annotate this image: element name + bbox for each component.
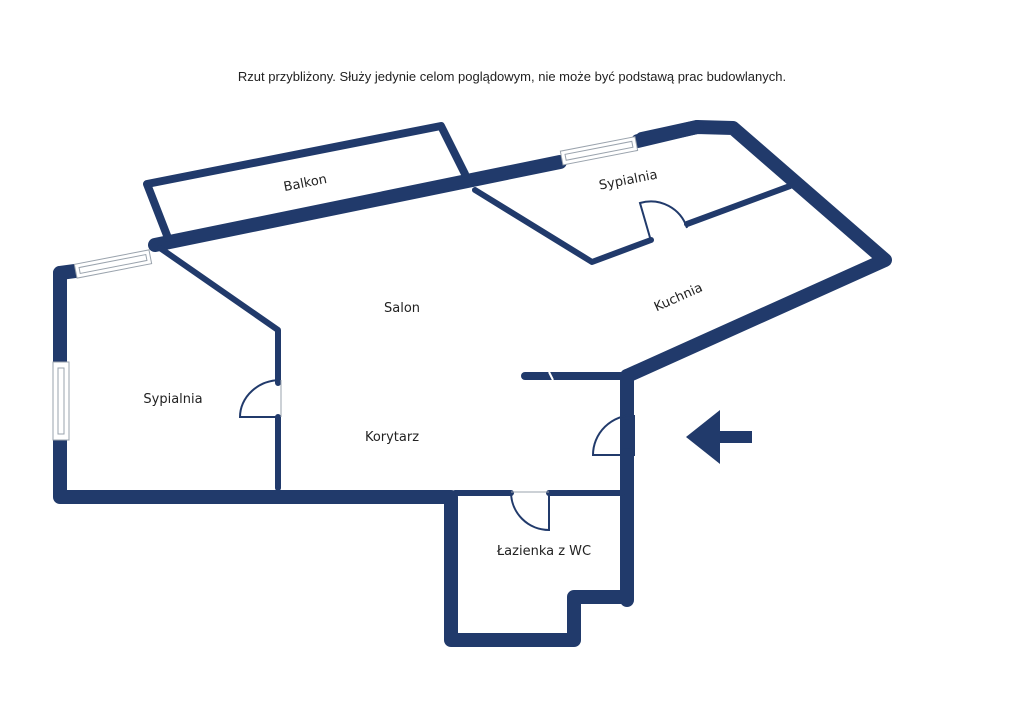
door-bedroom-left [238,379,282,418]
disclaimer-text: Rzut przybliżony. Służy jedynie celom po… [237,69,787,84]
window-left [52,361,70,441]
bedroom-top-wall [472,187,654,265]
label-salon: Salon [384,301,420,316]
bedroom-top-wall-right [684,183,793,227]
label-lazienka: Łazienka z WC [496,544,591,559]
facade-wall-right [631,120,704,148]
exterior-wall-left-top [53,264,82,280]
label-sypialnia-top: Sypialnia [598,168,659,194]
window-top-right [559,136,639,166]
door-bathroom [510,491,550,532]
windows [52,136,639,441]
label-sypialnia-left: Sypialnia [143,392,202,407]
facade-wall [148,155,567,252]
label-balkon: Balkon [282,172,328,195]
label-korytarz: Korytarz [365,430,419,445]
window-top-left [73,249,153,279]
balcony-railing [143,122,469,242]
door-entrance [591,414,635,456]
label-kuchnia: Kuchnia [652,281,705,316]
walls [53,120,892,647]
door-bedroom-top [638,200,688,242]
bedroom-left-partition [157,245,281,386]
exterior-wall [53,120,892,647]
arrow-left-icon [686,410,752,464]
doors [238,200,688,532]
